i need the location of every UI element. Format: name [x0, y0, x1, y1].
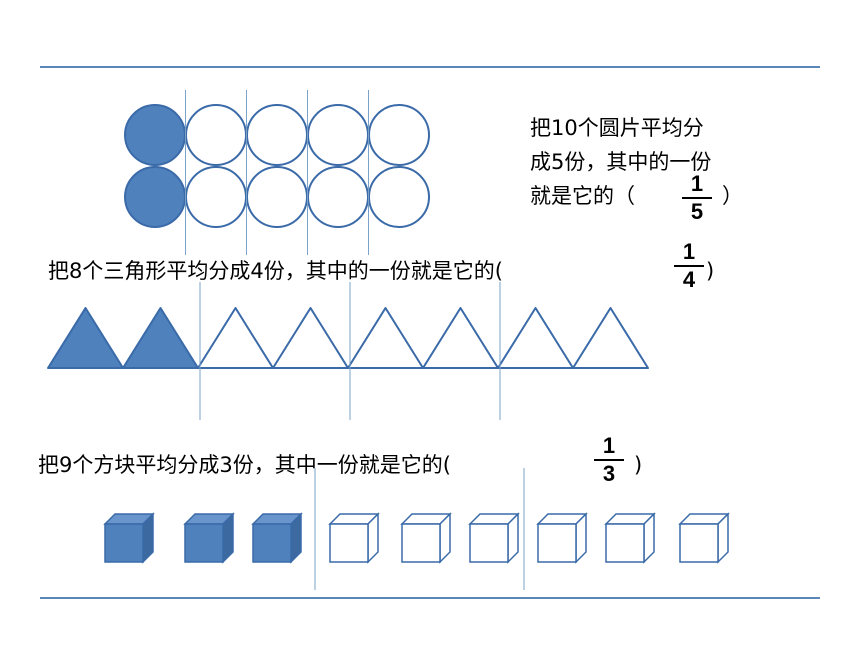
circle-filled [124, 104, 186, 166]
triangles-text: 把8个三角形平均分成4份，其中的一份就是它的( [48, 259, 503, 283]
triangle-filled [47, 307, 124, 369]
triangle-empty [497, 307, 574, 369]
bottom-rule [40, 597, 820, 599]
triangles-fraction-bar [674, 265, 704, 267]
triangle-filled [122, 307, 199, 369]
cubes-text: 把9个方块平均分成3份，其中一份就是它的( [38, 453, 451, 477]
triangles-fraction-numerator: 1 [682, 239, 696, 264]
triangle-empty [347, 307, 424, 369]
triangles-fraction: 1 4 [672, 240, 706, 292]
triangle-empty [272, 307, 349, 369]
circles-text-close: ） [722, 184, 743, 208]
circle-empty [307, 104, 369, 166]
circles-fraction-denominator: 5 [690, 199, 704, 224]
cubes-fraction-bar [594, 459, 624, 461]
cube-front-empty [537, 523, 577, 563]
triangle-empty [197, 307, 274, 369]
cube-front-filled [104, 523, 144, 563]
circle-empty [368, 104, 430, 166]
circle-empty [307, 166, 369, 228]
cubes-fraction-numerator: 1 [602, 433, 616, 458]
circles-fraction: 1 5 [680, 172, 714, 224]
circles-text-line-2: 成5份，其中的一份 [530, 150, 712, 174]
cubes-fraction-denominator: 3 [602, 461, 616, 486]
cube-front-empty [605, 523, 645, 563]
triangle-empty [422, 307, 499, 369]
circles-fraction-bar [682, 197, 712, 199]
triangles-text-close: ) [706, 259, 715, 283]
cube-front-empty [679, 523, 719, 563]
circles-text-line-3: 就是它的（ [530, 184, 635, 208]
circles-fraction-numerator: 1 [690, 171, 704, 196]
cube-front-filled [252, 523, 292, 563]
circle-empty [368, 166, 430, 228]
circles-text-line-1: 把10个圆片平均分 [530, 116, 704, 140]
triangles-fraction-denominator: 4 [682, 267, 696, 292]
cube-front-empty [329, 523, 369, 563]
top-rule [40, 66, 820, 68]
circle-empty [246, 166, 308, 228]
circle-empty [185, 104, 247, 166]
triangle-empty [572, 307, 649, 369]
cube-front-empty [401, 523, 441, 563]
cube-front-empty [469, 523, 509, 563]
cubes-fraction: 1 3 [592, 434, 626, 486]
cube-front-filled [184, 523, 224, 563]
circle-empty [246, 104, 308, 166]
circle-filled [124, 166, 186, 228]
circle-empty [185, 166, 247, 228]
cubes-text-close: ) [634, 453, 643, 477]
